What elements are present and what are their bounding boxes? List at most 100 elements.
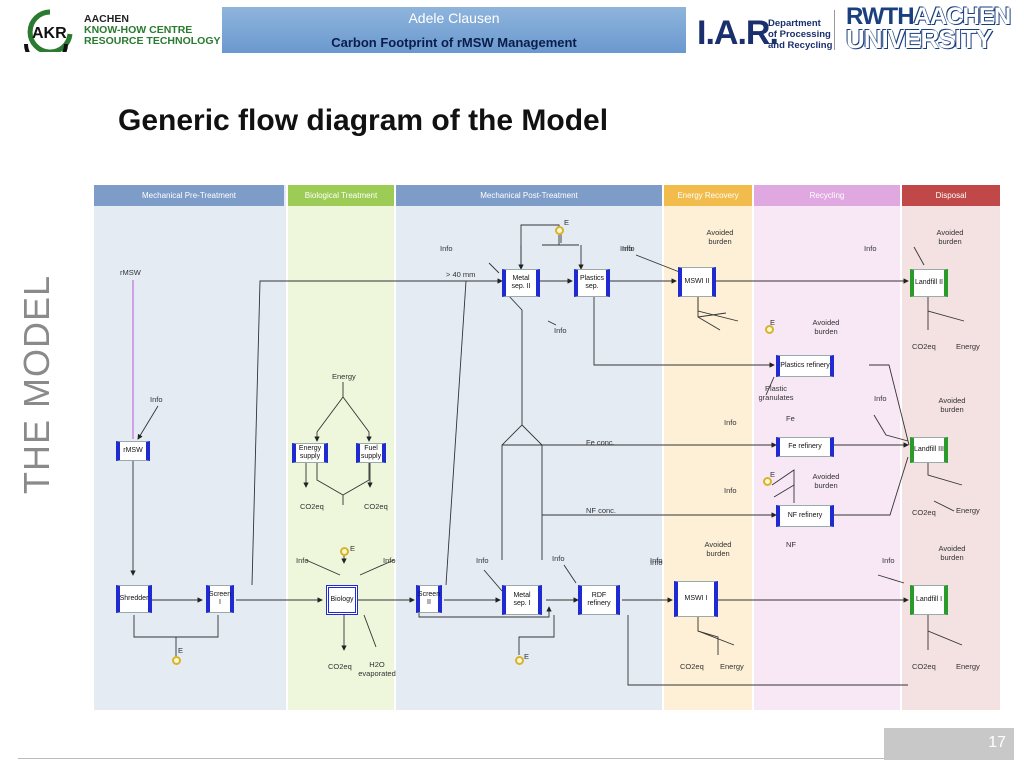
label-co2eq-mswi1: CO2eq bbox=[680, 662, 704, 671]
energy-circle-top bbox=[555, 226, 564, 235]
process-plastics-sep: Plastics sep. bbox=[574, 269, 610, 297]
label-avoided-burden-mswi1: Avoided burden bbox=[704, 540, 732, 558]
label-info-fe: Info bbox=[724, 418, 737, 427]
label-info-bio-right: Info bbox=[383, 556, 396, 565]
energy-circle-pre bbox=[172, 656, 181, 665]
label-avoided-burden-landfill1: Avoided burden bbox=[938, 544, 966, 562]
akr-logo: AKR bbox=[12, 4, 212, 56]
column-header-disposal: Disposal bbox=[902, 185, 1000, 206]
process-biology: Biology bbox=[326, 585, 358, 615]
label-plastic-granulates: Plastic granulates bbox=[758, 384, 794, 402]
label-co2eq-fuel-supply: CO2eq bbox=[364, 502, 388, 511]
akr-logo-text: AACHEN KNOW-HOW CENTRE RESOURCE TECHNOLO… bbox=[84, 14, 221, 47]
label-info-plastics-sep: Info bbox=[554, 326, 567, 335]
label-energy-landfill2: Energy bbox=[956, 342, 980, 351]
process-mswi-2: MSWI II bbox=[678, 267, 716, 297]
rwth-logo: RWTHAACHEN UNIVERSITY bbox=[846, 3, 1012, 54]
header-band bbox=[222, 7, 686, 53]
label-co2eq-landfill2: CO2eq bbox=[912, 342, 936, 351]
label-info-disposal-mid: Info bbox=[874, 394, 887, 403]
akr-line3: RESOURCE TECHNOLOGY bbox=[84, 35, 221, 47]
process-metal-sep-1: Metal sep. I bbox=[502, 585, 542, 615]
label-e-fe: E bbox=[770, 470, 776, 479]
presentation-title: Carbon Footprint of rMSW Management bbox=[331, 35, 577, 50]
label-info-top-2: Info bbox=[620, 244, 633, 253]
process-landfill-2: Landfill II bbox=[910, 269, 948, 297]
iar-line3: and Recycling bbox=[768, 40, 833, 51]
iar-line2: of Processing bbox=[768, 29, 831, 40]
label-energy-landfill3: Energy bbox=[956, 506, 980, 515]
label-info-rmsw: Info bbox=[150, 395, 163, 404]
process-metal-sep-2: Metal sep. II bbox=[502, 269, 540, 297]
process-plastics-refinery: Plastics refinery bbox=[776, 355, 834, 377]
label-co2eq-landfill3: CO2eq bbox=[912, 508, 936, 517]
label-energy: Energy bbox=[332, 372, 356, 381]
column-header-energy-recovery: Energy Recovery bbox=[664, 185, 752, 206]
label-info-disposal-bottom: Info bbox=[882, 556, 895, 565]
flow-diagram: Mechanical Pre-Treatment Biological Trea… bbox=[94, 185, 1000, 710]
column-header-pre-treatment: Mechanical Pre-Treatment bbox=[94, 185, 284, 206]
akr-line2: KNOW-HOW CENTRE bbox=[84, 24, 193, 36]
label-avoided-burden-landfill3: Avoided burden bbox=[938, 396, 966, 414]
label-info-post-2: Info bbox=[552, 554, 565, 563]
label-info-disposal-top: Info bbox=[864, 244, 877, 253]
side-section-label: THE MODEL bbox=[16, 274, 57, 494]
label-avoided-burden-mswi2: Avoided burden bbox=[706, 228, 734, 246]
label-e-biology: E bbox=[350, 544, 356, 553]
university-word: UNIVERSITY bbox=[846, 24, 993, 54]
process-rdf-refinery: RDF refinery bbox=[578, 585, 620, 615]
label-avoided-burden-plastics: Avoided burden bbox=[812, 318, 840, 336]
label-info-post-3: Info bbox=[650, 556, 663, 565]
process-landfill-1: Landfill I bbox=[910, 585, 948, 615]
process-landfill-3: Landfill III bbox=[910, 437, 948, 463]
label-co2eq-landfill1: CO2eq bbox=[912, 662, 936, 671]
label-info-top-1: Info bbox=[440, 244, 453, 253]
label-energy-mswi1: Energy bbox=[720, 662, 744, 671]
label-info-bio-left: Info bbox=[296, 556, 309, 565]
label-info-energy-bottom: Info bbox=[650, 558, 663, 567]
label-nf: NF bbox=[786, 540, 796, 549]
label-avoided-burden-landfill2: Avoided burden bbox=[936, 228, 964, 246]
energy-circle-fe bbox=[763, 477, 772, 486]
energy-circle-post bbox=[515, 656, 524, 665]
process-nf-refinery: NF refinery bbox=[776, 505, 834, 527]
header-divider bbox=[834, 10, 835, 50]
column-header-post-treatment: Mechanical Post-Treatment bbox=[396, 185, 662, 206]
column-header-recycling: Recycling bbox=[754, 185, 900, 206]
akr-emblem-icon: AKR bbox=[24, 9, 73, 52]
iar-logo: I.A.R. bbox=[697, 14, 779, 52]
label-info-energy-top: Info bbox=[622, 244, 635, 253]
process-fe-refinery: Fe refinery bbox=[776, 437, 834, 457]
akr-line1: AACHEN bbox=[84, 13, 129, 25]
energy-circle-biology bbox=[340, 547, 349, 556]
slide-title: Generic flow diagram of the Model bbox=[118, 104, 609, 137]
label-avoided-burden-fe: Avoided burden bbox=[812, 472, 840, 490]
label-rmsw-input: rMSW bbox=[120, 268, 141, 277]
flow-connectors bbox=[130, 224, 965, 686]
process-rmsw: rMSW bbox=[116, 441, 150, 461]
process-screen-2: Screen II bbox=[416, 585, 442, 613]
label-nf-conc: NF conc. bbox=[586, 506, 617, 515]
author-name: Adele Clausen bbox=[408, 10, 500, 26]
process-shredder: Shredder bbox=[116, 585, 152, 613]
label-fe-conc: Fe conc. bbox=[586, 438, 615, 447]
iar-department: Department of Processing and Recycling bbox=[768, 18, 832, 51]
label-info-post-1: Info bbox=[476, 556, 489, 565]
svg-text:AKR: AKR bbox=[32, 25, 67, 42]
label-co2eq-biology: CO2eq bbox=[328, 662, 352, 671]
label-h2o-evaporated: H2O evaporated bbox=[358, 660, 396, 678]
page-number-box bbox=[884, 728, 1014, 760]
label-gt40: > 40 mm bbox=[446, 270, 476, 279]
label-energy-landfill1: Energy bbox=[956, 662, 980, 671]
label-info-nf: Info bbox=[724, 486, 737, 495]
label-co2eq-energy-supply: CO2eq bbox=[300, 502, 324, 511]
process-screen-1: Screen I bbox=[206, 585, 234, 613]
aachen-word: AACHEN bbox=[913, 3, 1012, 30]
process-fuel-supply: Fuel supply bbox=[356, 443, 386, 463]
page-number: 17 bbox=[988, 734, 1006, 751]
process-energy-supply: Energy supply bbox=[292, 443, 328, 463]
energy-circle-plastics bbox=[765, 325, 774, 334]
label-e-plastics: E bbox=[770, 318, 776, 327]
rwth-word: RWTH bbox=[846, 3, 915, 30]
label-e-pre: E bbox=[178, 646, 184, 655]
